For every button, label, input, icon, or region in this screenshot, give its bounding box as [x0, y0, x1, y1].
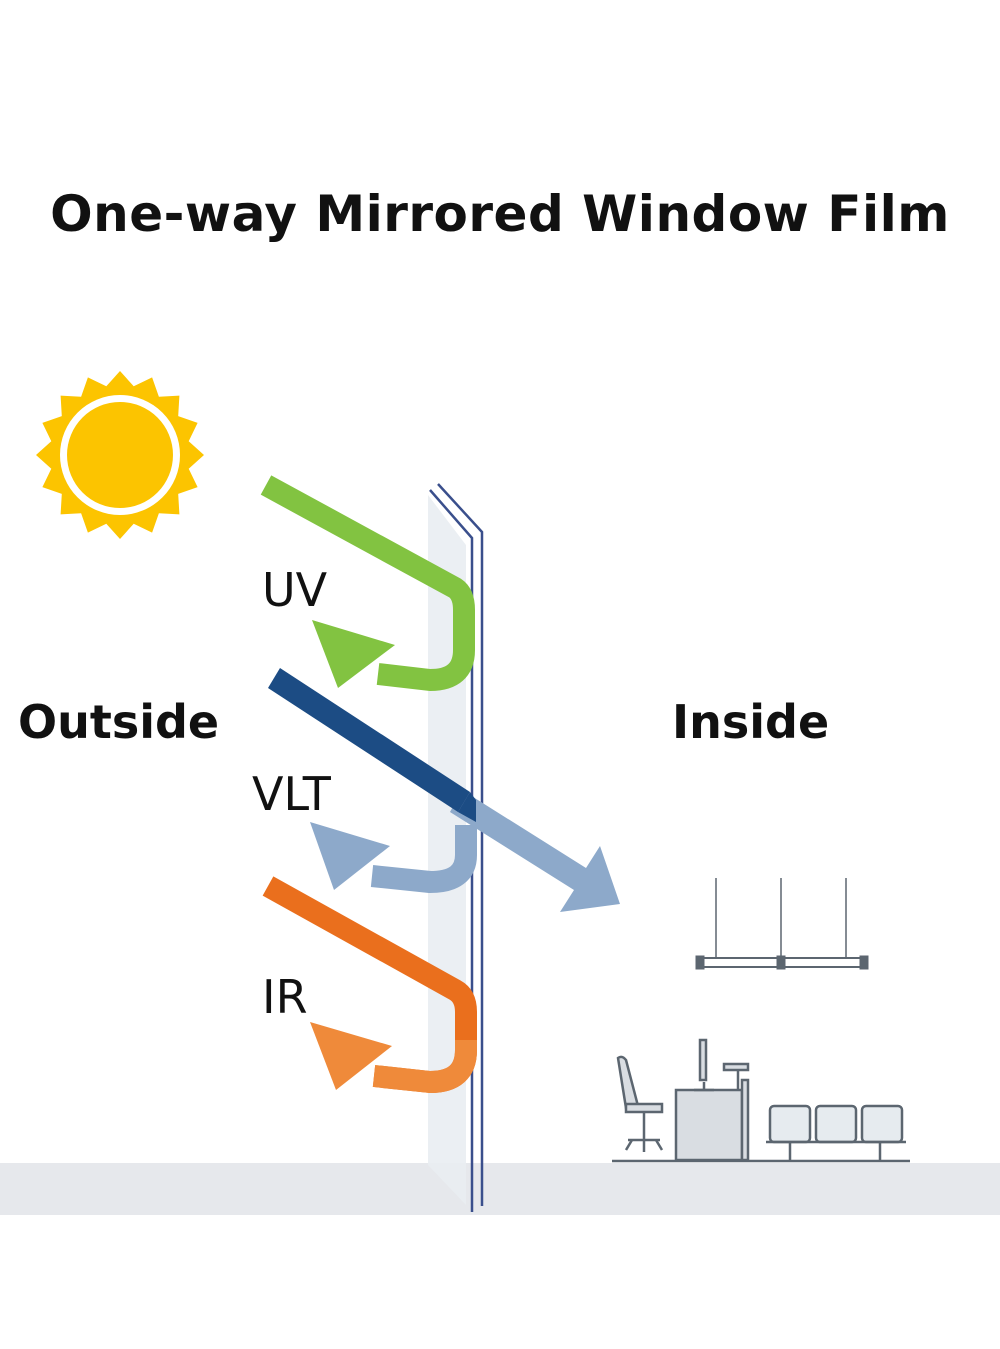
sun-icon — [36, 371, 204, 539]
office-chair-icon — [616, 1055, 664, 1152]
outside-label: Outside — [18, 695, 220, 749]
inside-label: Inside — [672, 695, 830, 749]
floor-band — [0, 1163, 1000, 1215]
ceiling-lamp-icon — [695, 878, 869, 970]
uv-label: UV — [262, 563, 328, 617]
vlt-label: VLT — [252, 767, 331, 821]
computer-desk-icon — [674, 1038, 750, 1162]
vlt-ray — [268, 668, 620, 912]
uv-ray — [260, 475, 475, 691]
page-title: One-way Mirrored Window Film — [50, 185, 950, 243]
waiting-seats-icon — [766, 1104, 906, 1160]
ir-label: IR — [262, 970, 308, 1024]
ir-ray — [262, 876, 477, 1093]
